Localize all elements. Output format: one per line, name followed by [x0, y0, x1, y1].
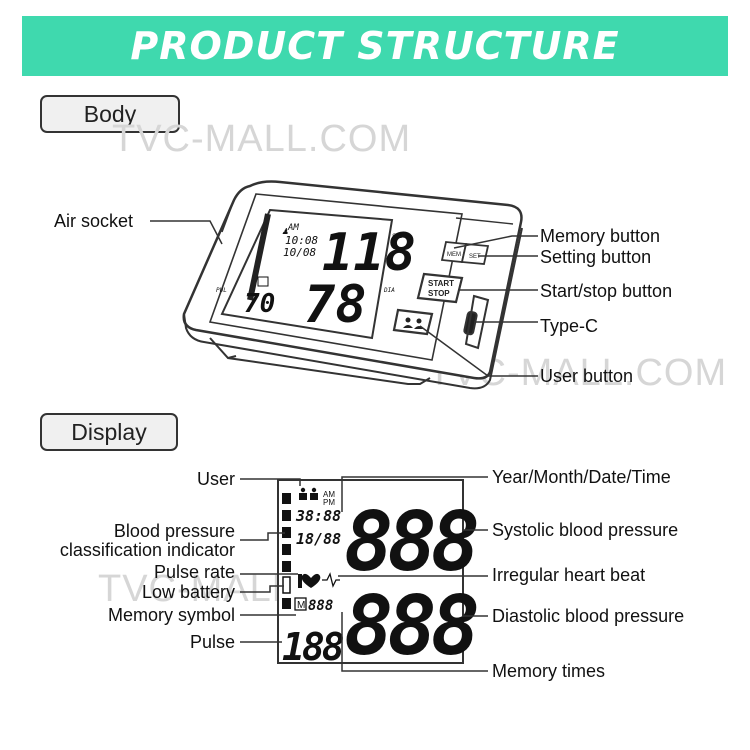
section-tag-body: Body: [40, 95, 180, 133]
heart-icon: [301, 573, 321, 588]
label-irregular-heart-beat: Irregular heart beat: [492, 565, 646, 585]
section-tag-display: Display: [40, 413, 178, 451]
irregular-heartbeat-icon: [322, 572, 340, 588]
lcd-time: 38:88: [295, 507, 341, 525]
device-lcd-am: AM: [287, 223, 299, 233]
display-leader-lines: [240, 476, 488, 672]
label-pulse: Pulse: [189, 632, 235, 652]
lcd-memory-times: 888: [308, 598, 333, 614]
label-low-battery: Low battery: [141, 582, 235, 602]
lcd-pm: PM: [323, 498, 335, 507]
device-lcd-content: AM ♟ 10:08 10/08 118 78 70 SYS DIA PUL: [216, 223, 416, 335]
start-stop-button: START STOP: [416, 272, 464, 304]
label-setting-button: Setting button: [540, 247, 652, 267]
device-lcd-time: 10:08: [285, 234, 318, 247]
label-type-c: Type-C: [540, 316, 599, 336]
user-icon: [416, 318, 422, 324]
device-lcd-pulse: 70: [244, 289, 275, 319]
device-lcd-diastolic: 78: [304, 275, 367, 335]
device-lcd-memory-icon: [257, 276, 269, 287]
device-lcd-date: 10/08: [283, 246, 316, 259]
low-battery-icon: [282, 576, 291, 594]
label-systolic-bp: Systolic blood pressure: [492, 520, 679, 540]
lcd-am: AM: [323, 490, 335, 499]
lcd-pulse: 188: [282, 625, 344, 669]
device-pul-label: PUL: [216, 287, 227, 294]
label-year-month-date-time: Year/Month/Date/Time: [492, 467, 671, 487]
set-key-label: SET: [469, 254, 481, 260]
lcd-date: 18/88: [296, 530, 341, 548]
label-memory-symbol: Memory symbol: [107, 605, 235, 625]
label-bp-classification-line1: Blood pressure: [113, 521, 235, 541]
stop-key-label: STOP: [428, 289, 450, 298]
device-lcd-systolic: 118: [322, 223, 416, 283]
label-bp-classification-line2: classification indicator: [59, 540, 235, 560]
title-banner: PRODUCT STRUCTURE: [22, 16, 728, 76]
bp-classification-bars: [282, 493, 291, 609]
body-leader-lines: [150, 220, 538, 377]
mem-key-label: MEM: [447, 252, 461, 258]
label-pulse-rate: Pulse rate: [153, 562, 235, 582]
label-memory-times: Memory times: [492, 661, 606, 681]
label-user-button: User button: [540, 366, 634, 386]
watermark: TVC-MALL.COM: [112, 118, 412, 160]
lcd-display-panel: AM PM 38:88 18/88 M 888 888 888 188: [277, 479, 483, 674]
label-diastolic-bp: Diastolic blood pressure: [492, 606, 685, 626]
user-icon: [405, 317, 411, 323]
banner-title: PRODUCT STRUCTURE: [130, 24, 620, 68]
lcd-systolic: 888: [344, 495, 477, 590]
label-start-stop-button: Start/stop button: [540, 281, 673, 301]
memory-symbol-icon: [294, 597, 307, 611]
start-key-label: START: [428, 279, 454, 288]
device-sys-label: SYS: [392, 233, 403, 240]
lcd-diastolic: 888: [344, 579, 477, 674]
lcd-memory-symbol: M: [297, 600, 305, 611]
label-user: User: [196, 469, 235, 489]
label-memory-button: Memory button: [540, 226, 661, 246]
label-air-socket: Air socket: [54, 211, 134, 231]
setting-button: SET: [460, 243, 490, 265]
device-lcd-user-icon: ♟: [282, 226, 288, 237]
type-c-port: [463, 294, 490, 350]
device-dia-label: DIA: [383, 287, 395, 294]
user-icon: [299, 487, 318, 500]
lcd-display-frame: [277, 479, 464, 664]
blood-pressure-monitor: [182, 180, 523, 390]
